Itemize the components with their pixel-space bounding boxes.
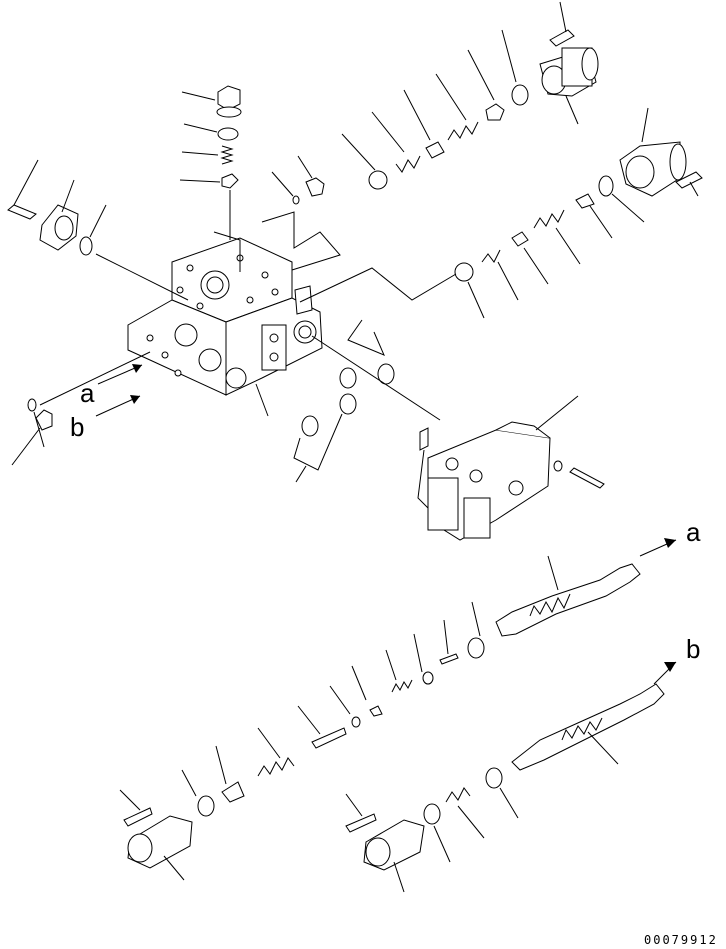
middle-spool-row bbox=[299, 193, 613, 319]
valve-body bbox=[127, 237, 323, 396]
upper-right-solenoid bbox=[539, 1, 599, 125]
left-plug bbox=[11, 351, 151, 466]
left-cover bbox=[39, 179, 79, 251]
label-b-left: b bbox=[70, 412, 84, 442]
right-upper-housing bbox=[598, 107, 703, 223]
center-small-parts bbox=[261, 155, 341, 271]
arrow-a-left bbox=[97, 364, 143, 385]
arrow-b-left bbox=[95, 395, 141, 417]
left-oring bbox=[79, 204, 189, 301]
label-a-left: a bbox=[80, 378, 95, 408]
spool-a bbox=[467, 538, 677, 659]
middle-small-parts bbox=[297, 619, 459, 749]
top-plug-stack bbox=[179, 85, 242, 272]
lower-left-parts bbox=[119, 727, 295, 881]
left-bolt bbox=[7, 159, 39, 220]
label-b-right: b bbox=[686, 634, 700, 664]
upper-spool-row bbox=[341, 29, 529, 190]
label-a-right: a bbox=[686, 517, 701, 547]
spool-b bbox=[345, 661, 677, 893]
drawing-code: 00079912 bbox=[644, 933, 718, 947]
center-orings bbox=[255, 319, 395, 483]
solenoid-valve-assembly bbox=[311, 335, 605, 541]
